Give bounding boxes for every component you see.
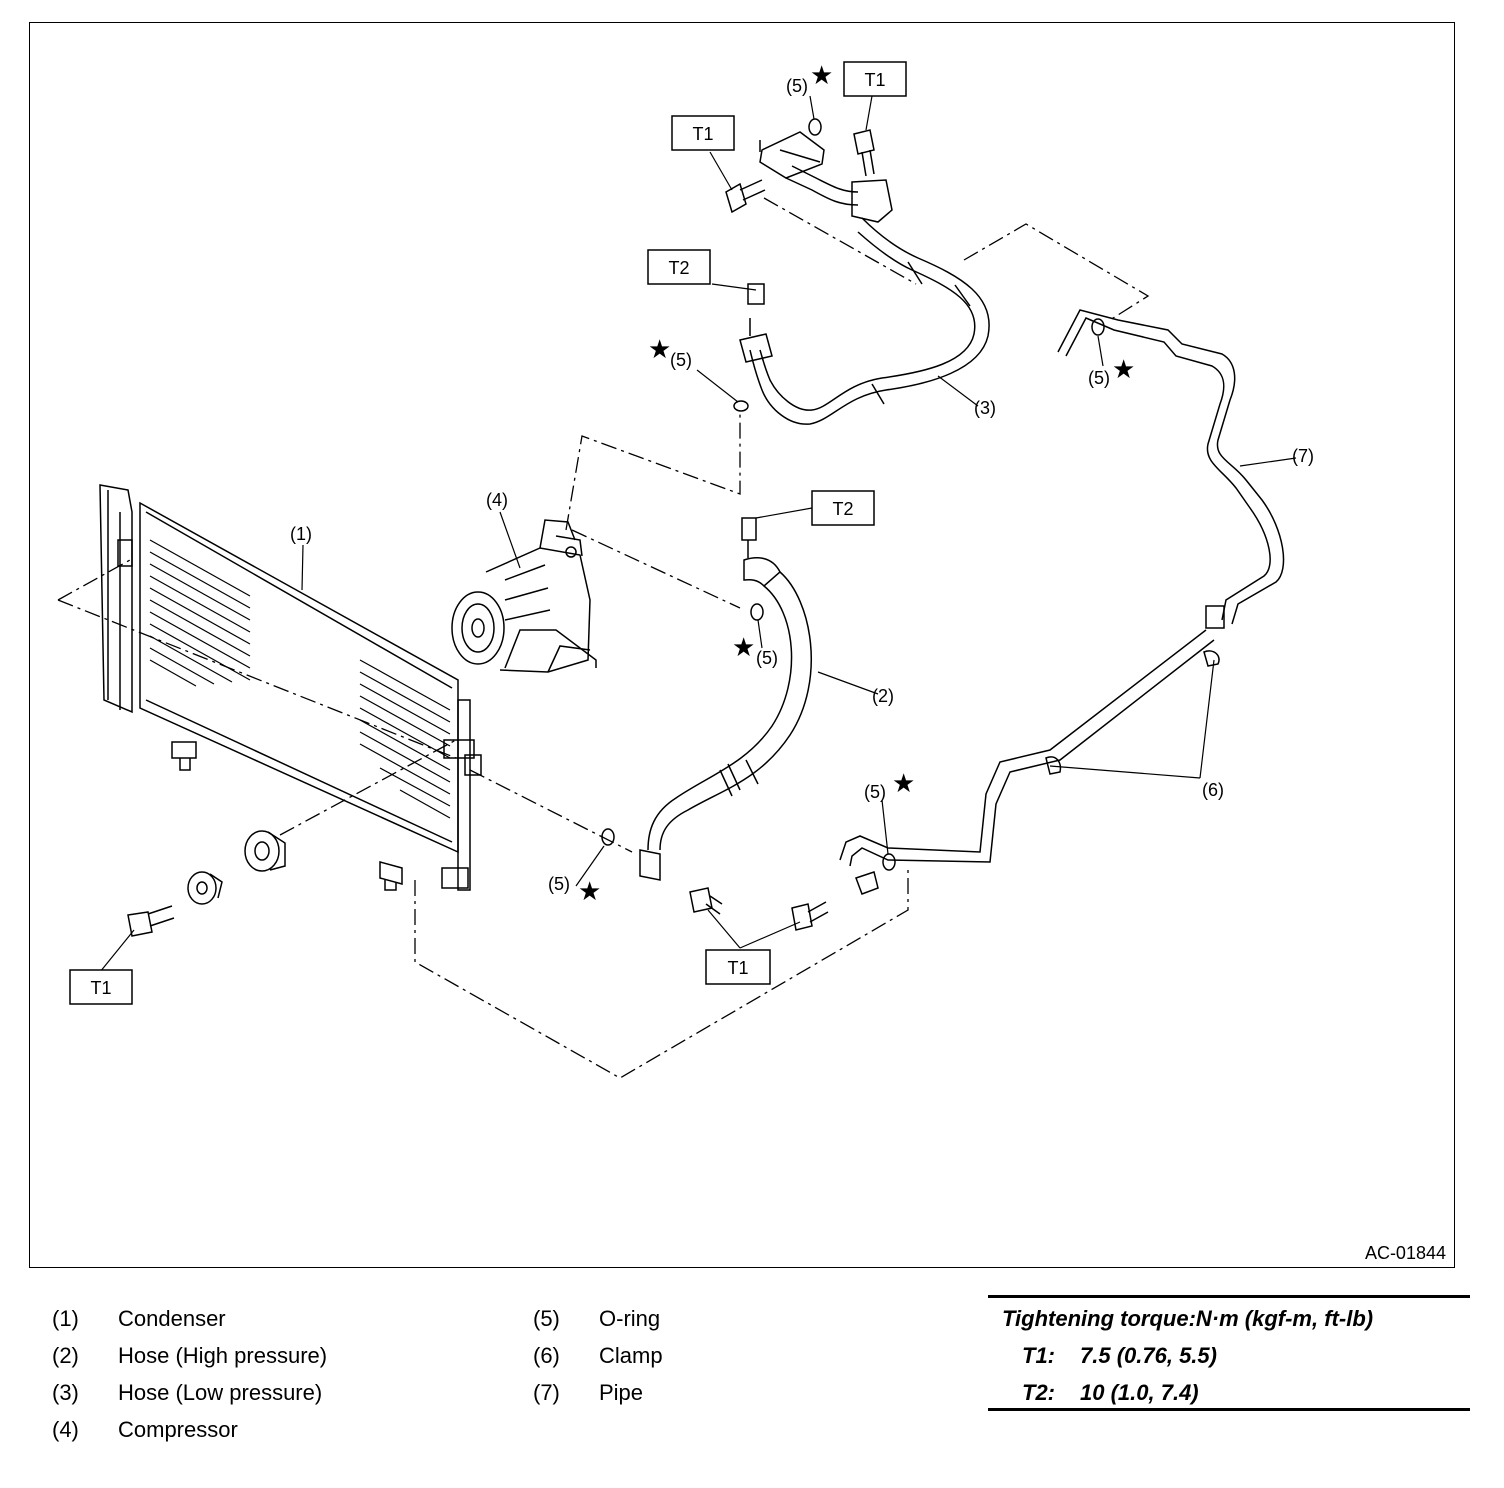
t2-label-low-hose: T2 <box>668 258 689 278</box>
t1-label-condenser: T1 <box>90 978 111 998</box>
callout-5-condenser: (5) <box>548 874 570 894</box>
star-icon-pipe-top: ★ <box>1112 354 1135 384</box>
callout-5-pipe: (5) <box>864 782 886 802</box>
torque-boxes <box>69 61 907 1005</box>
legend-item: (4)Compressor <box>52 1416 238 1442</box>
star-icon-high-hose: ★ <box>732 632 755 662</box>
callout-3: (3) <box>974 398 996 418</box>
legend-left: (1)Condenser (2)Hose (High pressure) (3)… <box>52 1300 327 1448</box>
callout-2: (2) <box>872 686 894 706</box>
low-pressure-fitting <box>759 118 893 223</box>
o-rings <box>601 318 1105 871</box>
condenser <box>99 484 482 891</box>
torque-row-t1: T1:7.5 (0.76, 5.5) <box>1022 1343 1217 1368</box>
torque-spec-table: Tightening torque:N·m (kgf-m, ft-lb) T1:… <box>988 1295 1470 1411</box>
legend-middle: (5)O-ring (6)Clamp (7)Pipe <box>533 1300 663 1411</box>
callout-5-top: (5) <box>786 76 808 96</box>
low-pressure-hose <box>739 217 990 425</box>
condenser-mount-hardware <box>127 830 286 937</box>
legend-item: (3)Hose (Low pressure) <box>52 1379 323 1405</box>
condenser-fins <box>149 539 451 819</box>
callout-5-low-hose: (5) <box>670 350 692 370</box>
figure-code: AC-01844 <box>1364 1243 1446 1263</box>
leader-lines <box>99 95 1297 973</box>
legend-item: (1)Condenser <box>52 1305 226 1331</box>
callout-7: (7) <box>1292 446 1314 466</box>
legend-item: (7)Pipe <box>533 1379 644 1405</box>
torque-title: Tightening torque:N·m (kgf-m, ft-lb) <box>1002 1306 1374 1331</box>
star-icon-pipe: ★ <box>892 768 915 798</box>
legend-item: (6)Clamp <box>533 1342 663 1368</box>
pipe <box>839 309 1285 867</box>
t1-label-hose: T1 <box>692 124 713 144</box>
high-pressure-hose <box>639 517 813 881</box>
legend-item: (5)O-ring <box>533 1305 661 1331</box>
t1-label-bottom: T1 <box>727 958 748 978</box>
callout-1: (1) <box>290 524 312 544</box>
callout-5-pipe-top: (5) <box>1088 368 1110 388</box>
assembly-lines <box>57 197 1150 1079</box>
star-icon-low-hose: ★ <box>648 334 671 364</box>
callout-4: (4) <box>486 490 508 510</box>
star-icon-top: ★ <box>810 60 833 90</box>
star-icon-condenser: ★ <box>578 876 601 906</box>
diagram-frame <box>29 22 1455 1268</box>
legend-item: (2)Hose (High pressure) <box>52 1342 328 1368</box>
callout-5-high-hose: (5) <box>756 648 778 668</box>
torque-row-t2: T2:10 (1.0, 7.4) <box>1022 1380 1199 1405</box>
t2-label-high-hose: T2 <box>832 499 853 519</box>
bolts <box>689 129 879 931</box>
compressor <box>451 519 597 673</box>
t1-label-top: T1 <box>864 70 885 90</box>
callout-6: (6) <box>1202 780 1224 800</box>
